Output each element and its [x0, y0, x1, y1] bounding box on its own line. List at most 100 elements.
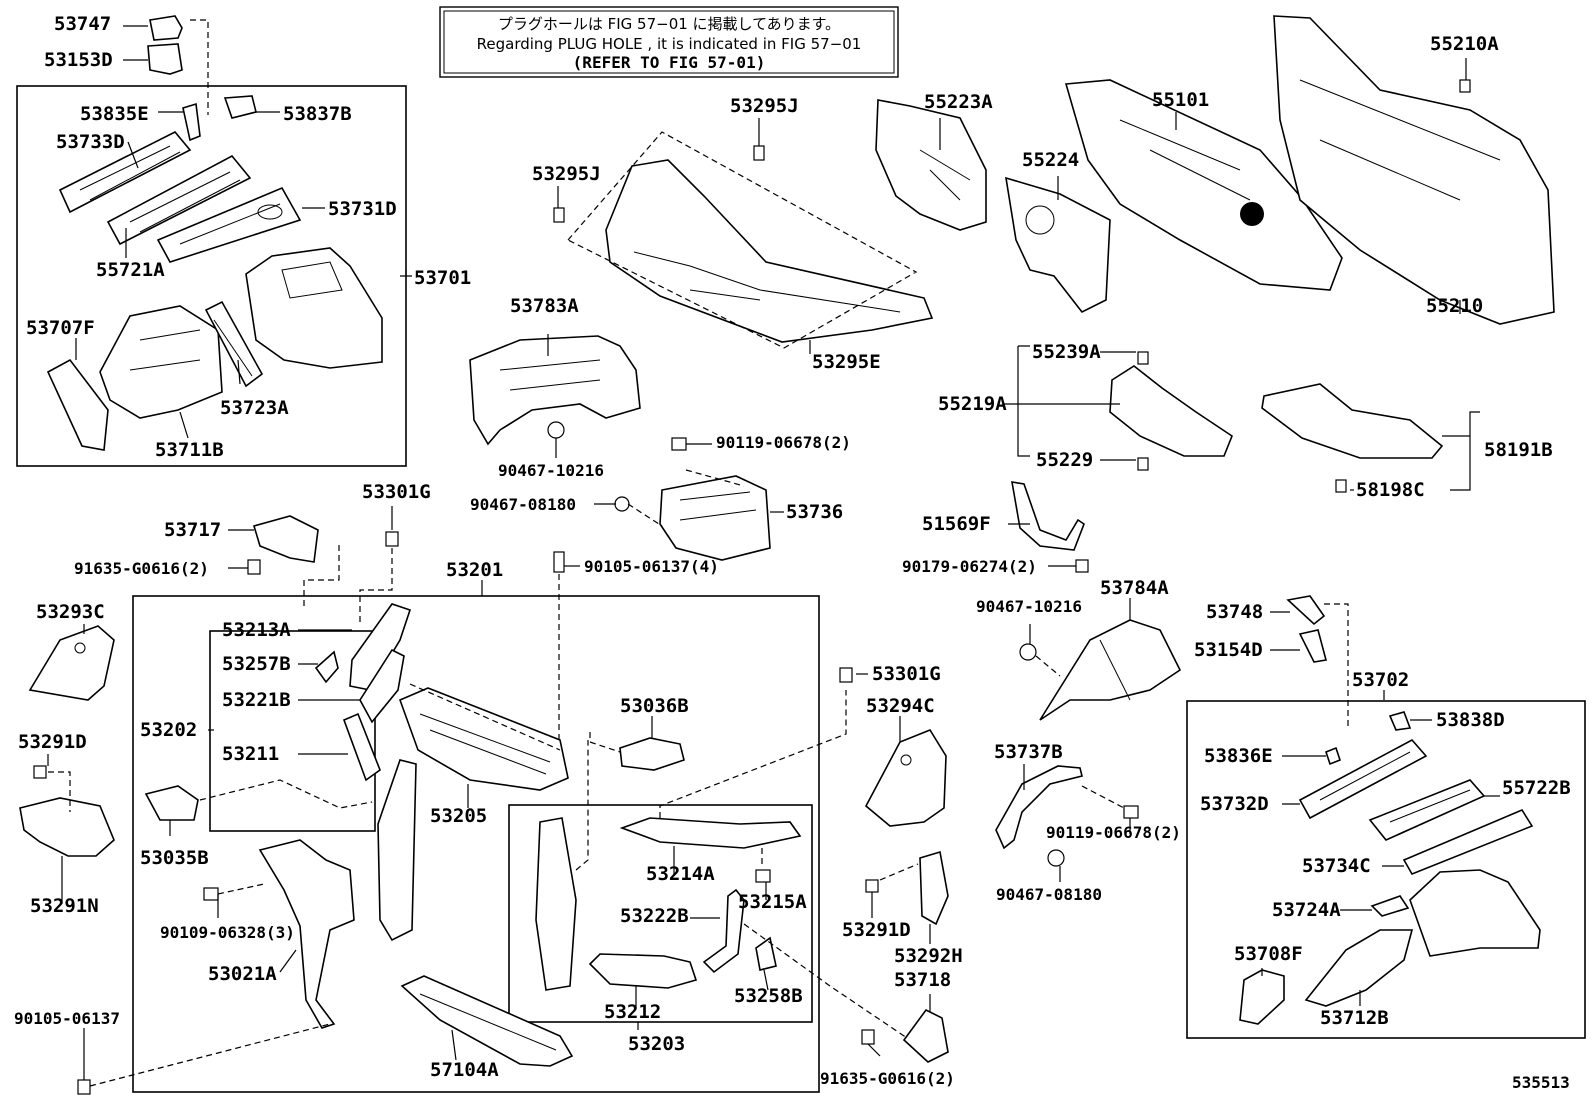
- part-53295E[interactable]: [605, 159, 934, 343]
- label-53702[interactable]: 53702: [1352, 669, 1409, 691]
- part-53021A-pillar[interactable]: [377, 759, 417, 942]
- part-53748[interactable]: [1286, 595, 1326, 626]
- label-53035B[interactable]: 53035B: [140, 847, 209, 869]
- part-53702-wheelhouse[interactable]: [1409, 869, 1541, 957]
- clip-53291D-right[interactable]: [865, 879, 879, 893]
- part-53153D[interactable]: [147, 43, 183, 75]
- part-53708F[interactable]: [1239, 969, 1285, 1025]
- label-53154D[interactable]: 53154D: [1194, 639, 1263, 661]
- part-53203-pillar[interactable]: [535, 817, 577, 991]
- label-53733D[interactable]: 53733D: [56, 131, 125, 153]
- label-57104A[interactable]: 57104A: [430, 1059, 499, 1081]
- part-55224[interactable]: [1005, 176, 1111, 314]
- bolt-90119-06678-upper[interactable]: [671, 437, 687, 451]
- bolt-90467-10216-upper[interactable]: [547, 421, 565, 439]
- part-58191B[interactable]: [1261, 383, 1444, 459]
- part-53211[interactable]: [342, 712, 381, 782]
- clip-58198C[interactable]: [1335, 479, 1347, 493]
- label-53214A[interactable]: 53214A: [646, 863, 715, 885]
- label-53291D-right[interactable]: 53291D: [842, 919, 911, 941]
- part-53215A[interactable]: [755, 869, 771, 883]
- label-53202[interactable]: 53202: [140, 719, 197, 741]
- part-53724A[interactable]: [1370, 895, 1410, 917]
- nut-90179-06274[interactable]: [1075, 559, 1089, 573]
- clip-53301G-lower[interactable]: [839, 667, 853, 683]
- label-58198C[interactable]: 58198C: [1356, 479, 1425, 501]
- part-55722B[interactable]: [1368, 779, 1486, 841]
- part-55219A[interactable]: [1109, 365, 1233, 457]
- part-53293C[interactable]: [28, 625, 115, 701]
- label-53205[interactable]: 53205: [430, 805, 487, 827]
- clip-53291D-left[interactable]: [33, 765, 47, 779]
- part-53723A[interactable]: [204, 300, 264, 388]
- label-53784A[interactable]: 53784A: [1100, 577, 1169, 599]
- label-53211[interactable]: 53211: [222, 743, 279, 765]
- part-53783A[interactable]: [469, 335, 641, 446]
- label-91635-G0616-lower[interactable]: 91635-G0616(2): [820, 1069, 955, 1088]
- label-91635-G0616-upper[interactable]: 91635-G0616(2): [74, 559, 209, 578]
- label-53717[interactable]: 53717: [164, 519, 221, 541]
- part-53711B[interactable]: [99, 305, 223, 419]
- label-55224[interactable]: 55224: [1022, 149, 1079, 171]
- clip-55229[interactable]: [1137, 457, 1149, 471]
- part-53736[interactable]: [659, 475, 771, 561]
- part-53212[interactable]: [588, 953, 698, 989]
- label-55219A[interactable]: 55219A: [938, 393, 1007, 415]
- part-53258B[interactable]: [755, 936, 777, 971]
- bolt-90105-06137[interactable]: [77, 1079, 91, 1095]
- label-53295J-left[interactable]: 53295J: [532, 163, 601, 185]
- label-53221B[interactable]: 53221B: [222, 689, 291, 711]
- label-90467-08180-upper[interactable]: 90467-08180: [470, 495, 576, 514]
- label-53731D[interactable]: 53731D: [328, 198, 397, 220]
- label-90119-06678-upper[interactable]: 90119-06678(2): [716, 433, 851, 452]
- bolt-90105-06137-4[interactable]: [553, 551, 565, 573]
- part-53712B[interactable]: [1304, 929, 1414, 1007]
- part-53021A[interactable]: [258, 839, 355, 1029]
- label-53711B[interactable]: 53711B: [155, 439, 224, 461]
- label-53732D[interactable]: 53732D: [1200, 793, 1269, 815]
- label-58191B[interactable]: 58191B: [1484, 439, 1553, 461]
- label-53748[interactable]: 53748: [1206, 601, 1263, 623]
- label-53708F[interactable]: 53708F: [1234, 943, 1303, 965]
- part-53214A[interactable]: [619, 817, 802, 849]
- label-53707F[interactable]: 53707F: [26, 317, 95, 339]
- label-53212[interactable]: 53212: [604, 1001, 661, 1023]
- part-53154D[interactable]: [1298, 629, 1327, 663]
- bolt-91635-G0616-lower[interactable]: [861, 1029, 875, 1045]
- part-57104A[interactable]: [400, 975, 574, 1067]
- part-53718[interactable]: [902, 1008, 949, 1063]
- part-53222B[interactable]: [702, 888, 745, 974]
- label-53736[interactable]: 53736: [786, 501, 843, 523]
- part-53294C[interactable]: [864, 729, 947, 827]
- label-90179-06274[interactable]: 90179-06274(2): [902, 557, 1037, 576]
- label-53291N[interactable]: 53291N: [30, 895, 99, 917]
- clip-53295J-right[interactable]: [753, 145, 765, 161]
- part-53734C[interactable]: [1402, 808, 1534, 876]
- label-53301G-upper[interactable]: 53301G: [362, 481, 431, 503]
- part-53707F[interactable]: [46, 358, 109, 451]
- part-53733D[interactable]: [58, 130, 192, 214]
- clip-55239A[interactable]: [1137, 351, 1149, 365]
- part-55721A[interactable]: [106, 154, 252, 246]
- label-55722B[interactable]: 55722B: [1502, 777, 1571, 799]
- label-53215A[interactable]: 53215A: [738, 891, 807, 913]
- label-90105-06137[interactable]: 90105-06137: [14, 1009, 120, 1028]
- label-90467-08180-lower[interactable]: 90467-08180: [996, 885, 1102, 904]
- part-53784A[interactable]: [1039, 619, 1182, 721]
- bolt-90467-08180-lower[interactable]: [1047, 849, 1065, 867]
- bolt-90109-06328[interactable]: [203, 887, 219, 901]
- label-53301G-lower[interactable]: 53301G: [872, 663, 941, 685]
- label-53222B[interactable]: 53222B: [620, 905, 689, 927]
- label-53712B[interactable]: 53712B: [1320, 1007, 1389, 1029]
- label-55229[interactable]: 55229: [1036, 449, 1093, 471]
- label-53213A[interactable]: 53213A: [222, 619, 291, 641]
- part-53205[interactable]: [398, 687, 569, 791]
- label-53747[interactable]: 53747: [54, 13, 111, 35]
- label-53291D-left[interactable]: 53291D: [18, 731, 87, 753]
- label-53153D[interactable]: 53153D: [44, 49, 113, 71]
- part-53836E[interactable]: [1325, 746, 1341, 766]
- label-53295E[interactable]: 53295E: [812, 351, 881, 373]
- label-53835E[interactable]: 53835E: [80, 103, 149, 125]
- part-53036B[interactable]: [619, 737, 685, 771]
- part-53717[interactable]: [252, 515, 319, 563]
